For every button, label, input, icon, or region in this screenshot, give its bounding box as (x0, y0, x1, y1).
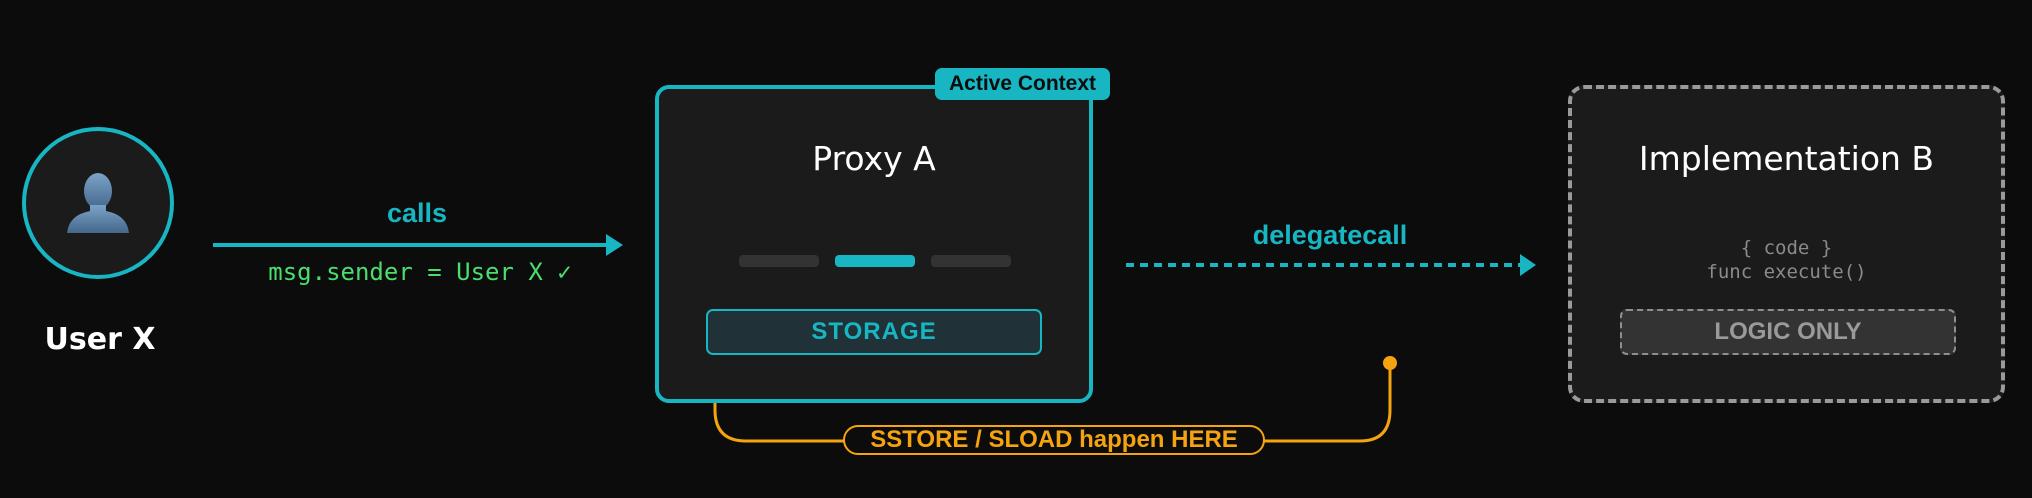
active-context-badge: Active Context (935, 68, 1110, 100)
storage-block: STORAGE (706, 309, 1042, 355)
user-avatar (22, 127, 174, 279)
proxy-a-box: Proxy A STORAGE (655, 85, 1093, 403)
context-bar-2-active (835, 255, 915, 267)
msg-sender-note: msg.sender = User X ✓ (268, 258, 572, 286)
context-bar-1 (739, 255, 819, 267)
storage-link-endpoint-dot (1383, 356, 1397, 370)
implementation-title: Implementation B (1638, 139, 1935, 178)
context-bar-3 (931, 255, 1011, 267)
storage-link-label: SSTORE / SLOAD happen HERE (843, 425, 1265, 455)
calls-label: calls (386, 198, 448, 228)
calls-arrow (213, 234, 623, 256)
delegatecall-label: delegatecall (1252, 220, 1408, 250)
implementation-b-box: Implementation B { code } func execute()… (1568, 85, 2005, 403)
logic-only-block: LOGIC ONLY (1620, 309, 1956, 355)
user-label: User X (44, 322, 156, 357)
code-line-1: { code } (1740, 237, 1833, 259)
proxy-title: Proxy A (812, 139, 936, 178)
delegatecall-arrow (1126, 254, 1536, 276)
code-line-2: func execute() (1706, 261, 1867, 283)
user-silhouette-icon (67, 173, 129, 233)
